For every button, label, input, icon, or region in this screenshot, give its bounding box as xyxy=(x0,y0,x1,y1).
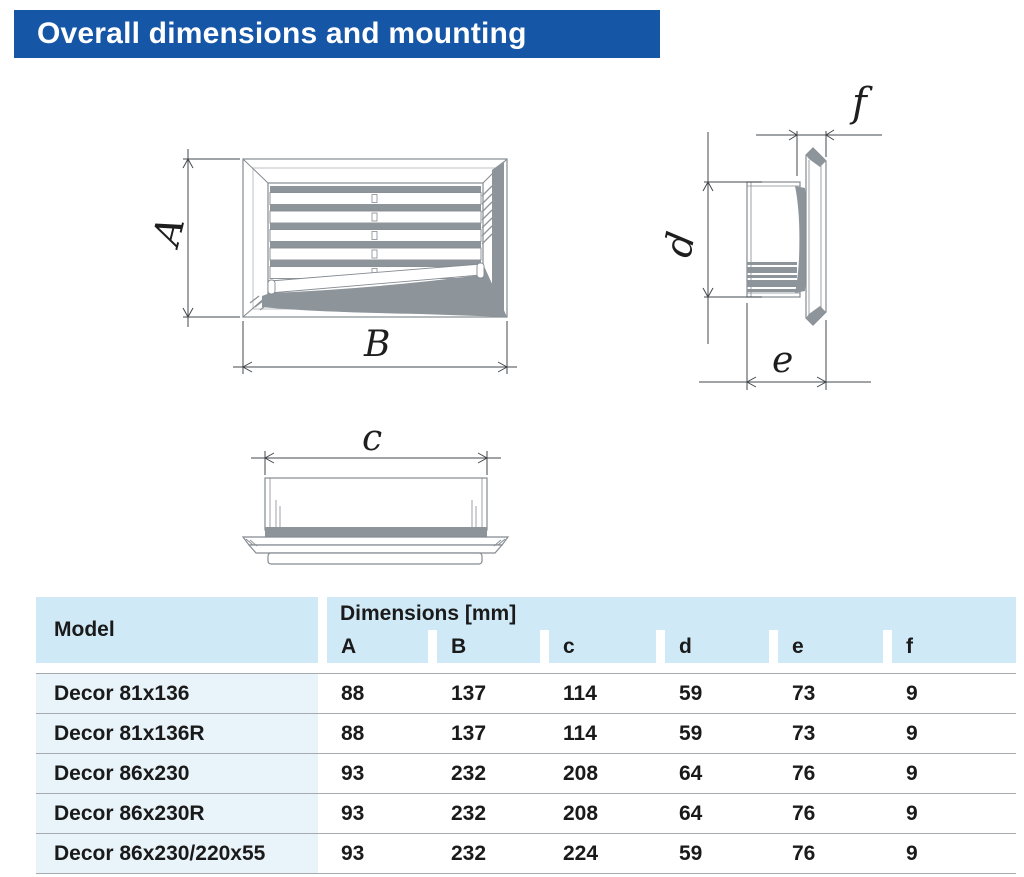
model-cell: Decor 86x230R xyxy=(36,794,318,833)
model-cell: Decor 86x230 xyxy=(36,754,318,793)
model-cell: Decor 81x136R xyxy=(36,714,318,753)
dimension-label-e: e xyxy=(772,340,793,381)
dimension-label-A: A xyxy=(143,212,193,252)
value-cell-e: 73 xyxy=(792,721,816,745)
value-cell-A: 93 xyxy=(341,801,365,825)
header-divider xyxy=(318,597,327,663)
page-title: Overall dimensions and mounting xyxy=(14,10,660,58)
value-cell-f: 9 xyxy=(906,761,918,785)
value-cell-e: 76 xyxy=(792,801,816,825)
column-header-f: f xyxy=(892,630,1016,663)
value-cell-A: 88 xyxy=(341,721,365,745)
column-header-A: A xyxy=(327,630,428,663)
technical-drawings: A B d f e xyxy=(143,80,882,565)
top-view-drawing xyxy=(241,477,510,565)
value-cell-f: 9 xyxy=(906,721,918,745)
value-cell-A: 93 xyxy=(341,841,365,865)
model-column-header: Model xyxy=(36,597,318,663)
value-cell-f: 9 xyxy=(906,841,918,865)
dimension-label-f: f xyxy=(849,80,873,126)
side-view-drawing xyxy=(746,147,827,326)
column-header-B: B xyxy=(437,630,540,663)
dimension-label-d: d xyxy=(656,228,704,261)
dimensions-group-header: Dimensions [mm] xyxy=(327,597,1016,630)
table-row: Decor 81x136 88 137 114 59 73 9 xyxy=(36,673,1016,713)
table-row: Decor 86x230/220x55 93 232 224 59 76 9 xyxy=(36,833,1016,874)
value-cell-B: 232 xyxy=(451,801,487,825)
value-cell-c: 224 xyxy=(563,841,599,865)
dimension-label-B: B xyxy=(363,324,390,365)
dimension-label-c: c xyxy=(362,418,382,459)
value-cell-e: 73 xyxy=(792,681,816,705)
value-cell-B: 232 xyxy=(451,761,487,785)
value-cell-d: 64 xyxy=(679,801,703,825)
value-cell-d: 59 xyxy=(679,721,703,745)
value-cell-A: 93 xyxy=(341,761,365,785)
value-cell-e: 76 xyxy=(792,841,816,865)
table-row: Decor 86x230 93 232 208 64 76 9 xyxy=(36,753,1016,793)
column-header-c: c xyxy=(549,630,656,663)
value-cell-d: 59 xyxy=(679,841,703,865)
value-cell-A: 88 xyxy=(341,681,365,705)
front-view-dimensions xyxy=(182,149,517,374)
value-cell-B: 137 xyxy=(451,721,487,745)
dimension-subheaders: A B c d e f xyxy=(327,630,1016,663)
value-cell-c: 208 xyxy=(563,801,599,825)
value-cell-c: 114 xyxy=(563,721,597,745)
front-view-drawing xyxy=(242,158,508,318)
table-body: Decor 81x136 88 137 114 59 73 9 Decor 81… xyxy=(36,673,1016,874)
side-view-dimensions xyxy=(699,129,882,390)
value-cell-f: 9 xyxy=(906,801,918,825)
value-cell-c: 114 xyxy=(563,681,597,705)
top-view-dimensions xyxy=(251,451,501,475)
column-header-e: e xyxy=(778,630,883,663)
column-header-d: d xyxy=(665,630,769,663)
value-cell-f: 9 xyxy=(906,681,918,705)
value-cell-d: 64 xyxy=(679,761,703,785)
dimensions-table: Model Dimensions [mm] A B c d e f Decor … xyxy=(36,597,1016,874)
value-cell-B: 137 xyxy=(451,681,487,705)
table-row: Decor 81x136R 88 137 114 59 73 9 xyxy=(36,713,1016,753)
value-cell-d: 59 xyxy=(679,681,703,705)
dimensions-header-group: Dimensions [mm] A B c d e f xyxy=(327,597,1016,663)
value-cell-c: 208 xyxy=(563,761,599,785)
model-cell: Decor 86x230/220x55 xyxy=(36,834,318,873)
value-cell-e: 76 xyxy=(792,761,816,785)
value-cell-B: 232 xyxy=(451,841,487,865)
table-row: Decor 86x230R 93 232 208 64 76 9 xyxy=(36,793,1016,833)
table-header: Model Dimensions [mm] A B c d e f xyxy=(36,597,1016,663)
model-cell: Decor 81x136 xyxy=(36,674,318,713)
